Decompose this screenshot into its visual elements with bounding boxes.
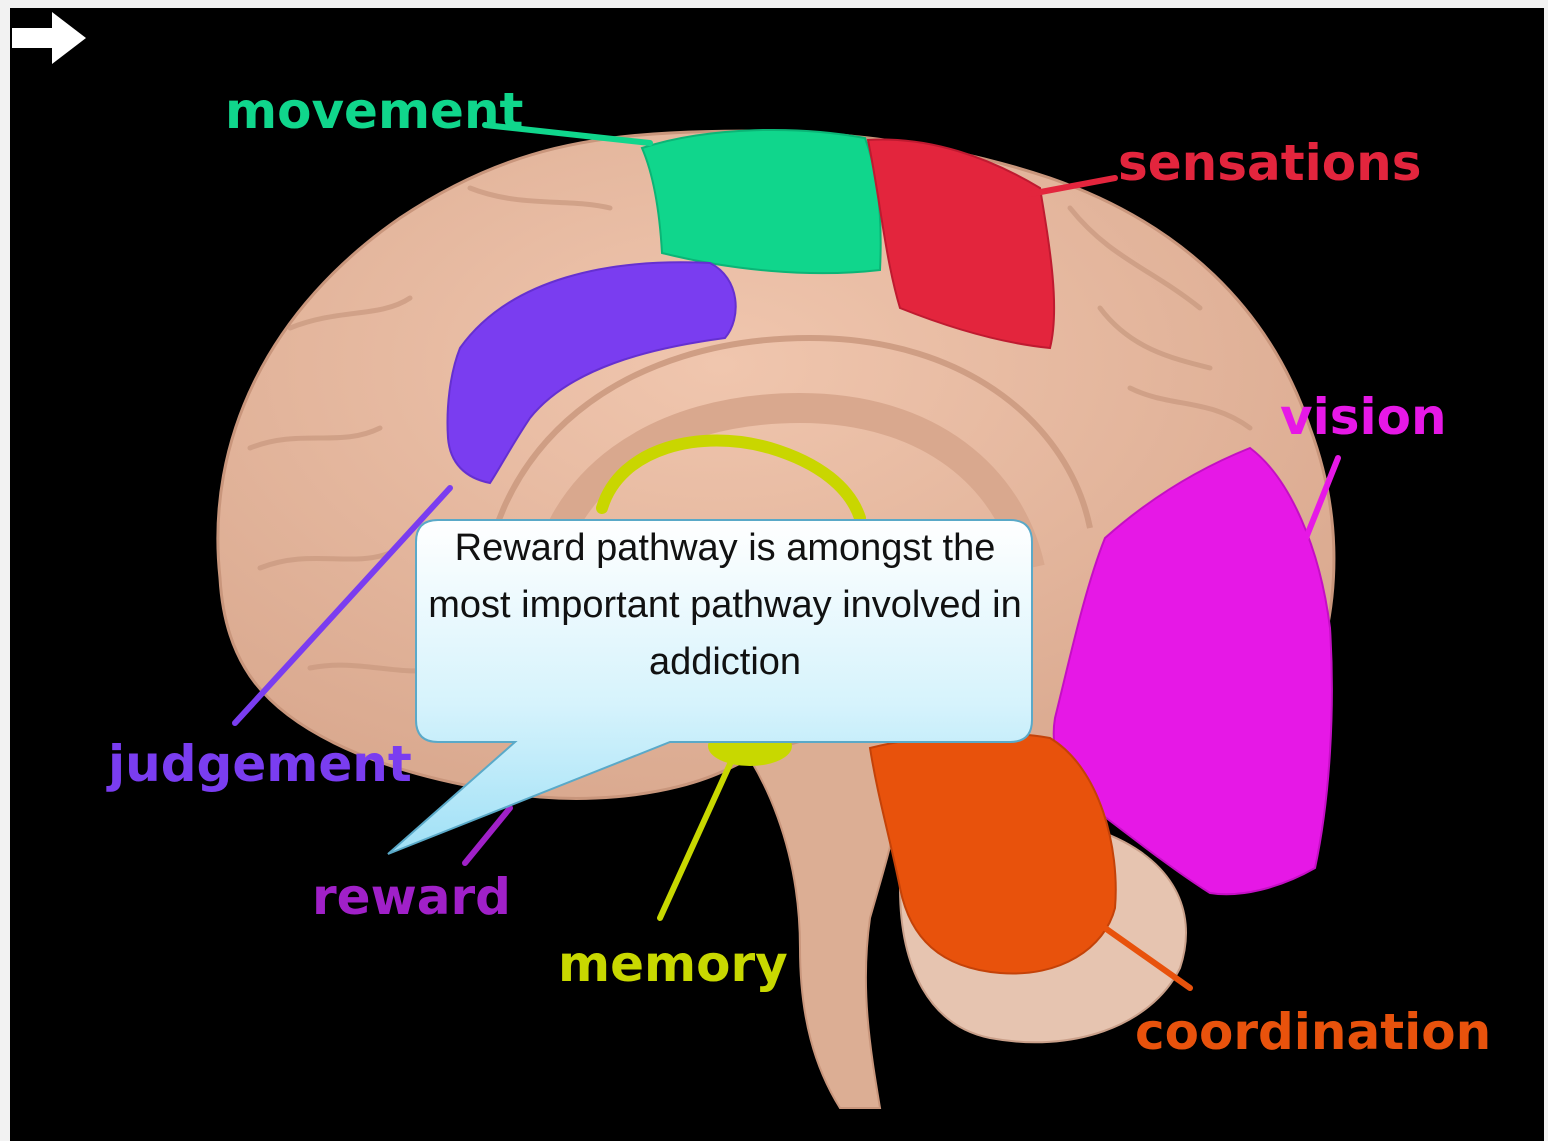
movement-region: [642, 130, 881, 273]
slide: movement sensations vision judgement rew…: [10, 8, 1544, 1141]
label-sensations: sensations: [1118, 134, 1422, 192]
label-memory: memory: [558, 935, 788, 993]
callout-text: Reward pathway is amongst the most impor…: [415, 520, 1035, 691]
label-vision: vision: [1280, 388, 1447, 446]
label-coordination: coordination: [1135, 1003, 1491, 1061]
label-judgement: judgement: [108, 735, 412, 793]
right-arrow-icon: [10, 8, 90, 68]
label-movement: movement: [225, 82, 523, 140]
label-reward: reward: [312, 868, 511, 926]
